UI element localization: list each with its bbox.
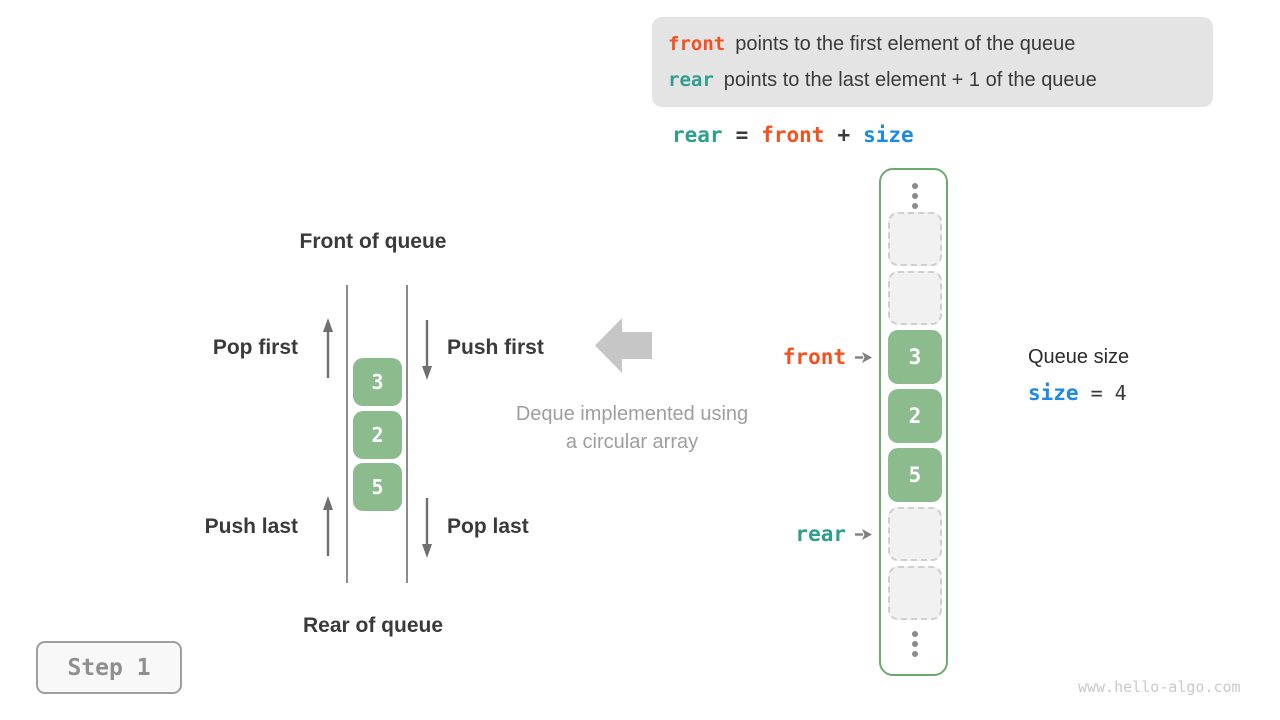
deque-element-3: 3: [353, 358, 402, 406]
array-empty-cell-1: [888, 212, 942, 266]
rear-of-queue-label: Rear of queue: [302, 614, 444, 637]
info-box: front points to the first element of the …: [652, 17, 1213, 107]
step-badge-label: Step 1: [67, 654, 151, 681]
front-description: points to the first element of the queue: [735, 33, 1076, 55]
rear-code-label: rear: [668, 69, 714, 91]
array-empty-cell-3: [888, 507, 942, 561]
array-cell-3: 3: [888, 330, 942, 384]
push-first-down-arrow-icon: [422, 320, 432, 380]
front-pointer-arrow-icon: [855, 351, 872, 363]
deque-element-5: 5: [353, 463, 402, 511]
size-equals: =: [1090, 381, 1103, 405]
array-empty-cell-4: [888, 566, 942, 620]
pop-last-label: Pop last: [447, 515, 529, 538]
caption: Deque implemented using a circular array: [482, 400, 782, 456]
formula-size: size: [863, 123, 914, 147]
deque-left-wall: [346, 285, 348, 583]
deque-right-wall: [406, 285, 408, 583]
rear-pointer-arrow-icon: [855, 528, 872, 540]
array-cell-5: 5: [888, 448, 942, 502]
front-pointer-label: front: [782, 345, 846, 369]
size-variable: size: [1028, 381, 1079, 405]
formula-equals: =: [735, 123, 749, 147]
caption-line-2: a circular array: [565, 431, 699, 453]
array-empty-cell-2: [888, 271, 942, 325]
pop-first-label: Pop first: [212, 336, 298, 359]
front-pointer: front: [700, 343, 872, 371]
rear-description: points to the last element + 1 of the qu…: [723, 69, 1097, 91]
push-first-label: Push first: [447, 336, 544, 359]
size-value: 4: [1114, 381, 1127, 405]
formula-plus: +: [837, 123, 851, 147]
step-badge: Step 1: [36, 641, 182, 694]
pop-last-down-arrow-icon: [422, 498, 432, 558]
formula-rear-front-size: rear = front + size: [672, 121, 914, 149]
rear-pointer: rear: [700, 520, 872, 548]
push-last-label: Push last: [204, 515, 298, 538]
front-code-label: front: [668, 33, 726, 55]
formula-front: front: [761, 123, 825, 147]
push-last-up-arrow-icon: [323, 496, 333, 556]
array-cell-2: 2: [888, 389, 942, 443]
caption-line-1: Deque implemented using: [515, 403, 749, 425]
rear-pointer-label: rear: [795, 522, 846, 546]
queue-size-label: Queue size: [1028, 346, 1130, 368]
front-of-queue-label: Front of queue: [299, 230, 447, 253]
formula-rear: rear: [672, 123, 723, 147]
deque-element-2: 2: [353, 411, 402, 459]
vertical-ellipsis-bottom-icon: [912, 631, 918, 657]
left-block-arrow-icon: [595, 318, 652, 373]
vertical-ellipsis-top-icon: [912, 183, 918, 209]
watermark: www.hello-algo.com: [1078, 678, 1241, 696]
info-line-front: front points to the first element of the …: [668, 26, 1213, 62]
pop-first-up-arrow-icon: [323, 318, 333, 378]
info-line-rear: rear points to the last element + 1 of th…: [668, 62, 1213, 98]
queue-size-value: size = 4: [1028, 381, 1127, 405]
